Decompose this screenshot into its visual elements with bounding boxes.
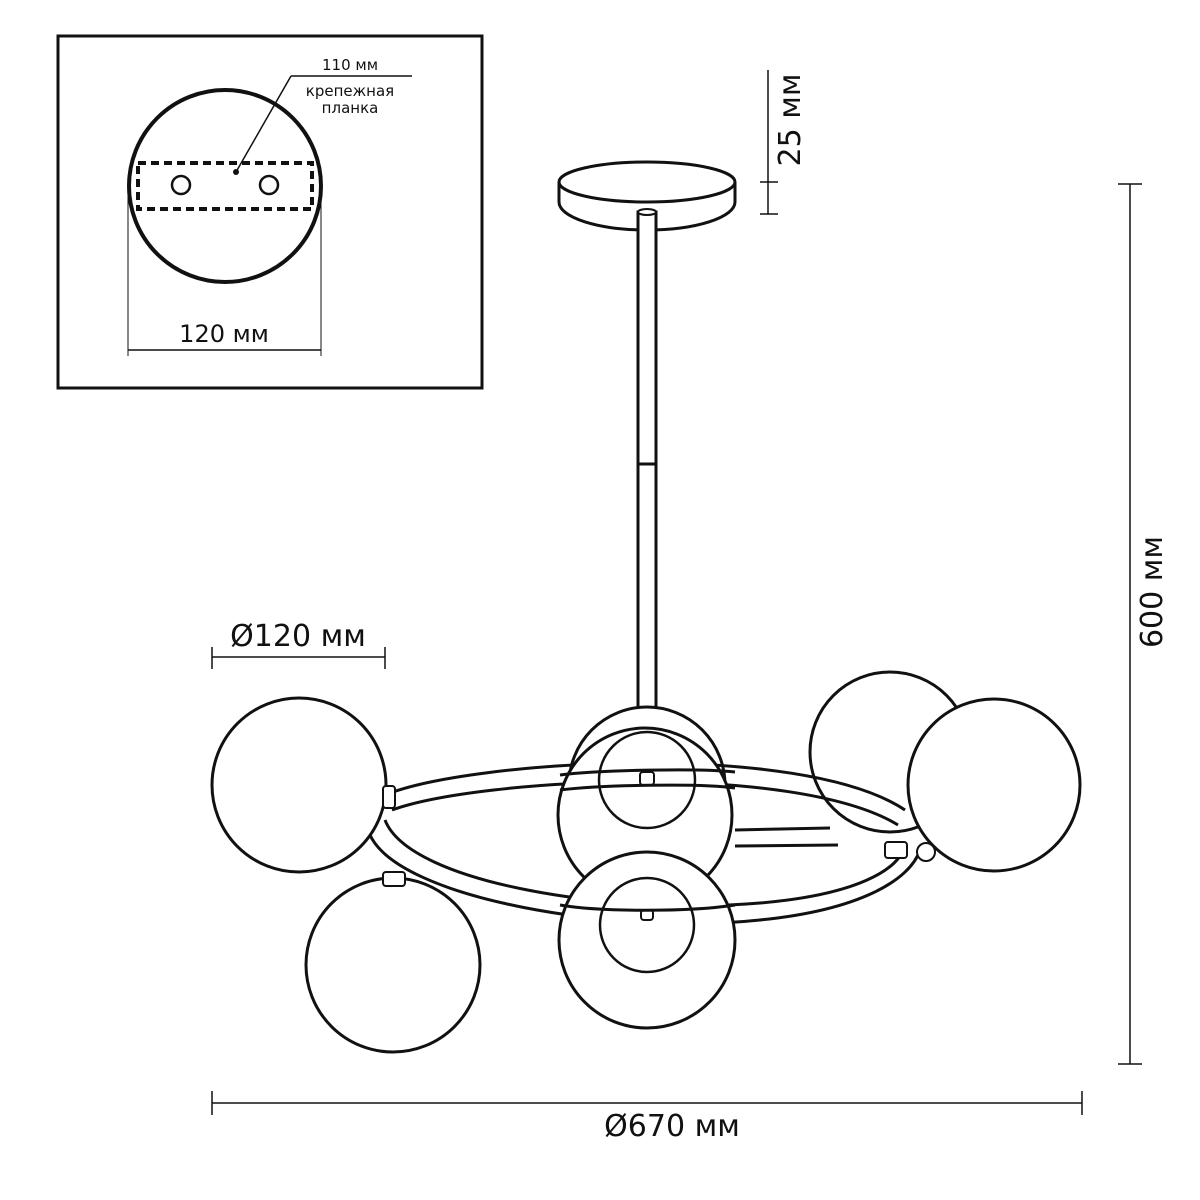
globe-right <box>906 697 1082 873</box>
globe-bottom-left <box>304 876 482 1054</box>
mounting-hole-right <box>258 174 280 196</box>
mounting-plate-outline <box>136 161 314 211</box>
ring-over-lower-globe <box>559 903 736 912</box>
globe-bottom-left-holder <box>382 871 406 887</box>
plate-label-line1: крепежная <box>306 82 394 100</box>
rod-top-cap <box>637 208 657 216</box>
globe-center-upper-holder <box>639 771 655 786</box>
inset-frame <box>56 34 484 390</box>
dimension-shade-diameter: Ø120 мм <box>211 619 386 669</box>
ring-front-over-globe <box>559 768 736 777</box>
globe-right-holder <box>884 841 908 859</box>
dimension-total-diameter: Ø670 мм <box>211 1091 1083 1144</box>
front-globes <box>210 696 1082 1054</box>
globe-left-holder <box>382 785 396 809</box>
ring-front-over-globe-inner <box>559 783 736 792</box>
plate-leader-line <box>235 75 292 173</box>
mounting-hole-left <box>170 174 192 196</box>
mounting-detail-inset: 110 мм крепежная планка 120 мм <box>56 34 484 390</box>
canopy-and-rod <box>557 160 737 716</box>
shade-diameter-label: Ø120 мм <box>230 619 366 654</box>
globe-center-lower-inner <box>598 876 696 974</box>
total-height-label: 600 мм <box>1135 536 1170 648</box>
plate-width-label: 110 мм <box>322 56 378 74</box>
canopy-top <box>557 160 737 204</box>
rod-upper <box>636 210 658 466</box>
canopy-top-view <box>127 88 323 284</box>
canopy-width-label: 120 мм <box>179 320 269 348</box>
dimension-canopy-height: 25 мм <box>760 70 808 215</box>
ring-right-arm <box>734 826 839 848</box>
canopy-height-label: 25 мм <box>773 74 808 167</box>
globe-right-holder-knob <box>916 842 936 862</box>
globe-left <box>210 696 388 874</box>
plate-label-line2: планка <box>322 99 379 117</box>
dimension-total-height: 600 мм <box>1118 183 1170 1065</box>
rod-lower <box>636 462 658 716</box>
total-diameter-label: Ø670 мм <box>604 1109 740 1144</box>
